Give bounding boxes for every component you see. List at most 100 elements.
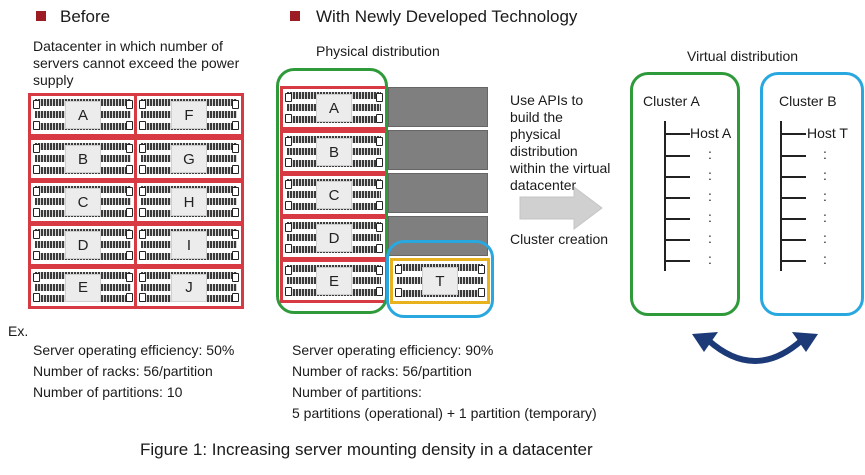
tree-branch — [780, 133, 806, 135]
partition-label: B — [316, 138, 352, 166]
partition-after-a: A — [280, 86, 388, 130]
rack-clip — [139, 165, 146, 174]
rack-clip — [33, 165, 40, 174]
partition-label: D — [65, 231, 101, 259]
rack-clip — [33, 230, 40, 239]
rack-clip — [285, 137, 292, 146]
rack-clip — [33, 273, 40, 282]
after-stat-partitions: Number of partitions: — [292, 384, 422, 400]
rack-clip — [126, 230, 133, 239]
physical-distribution-title: Physical distribution — [316, 43, 440, 59]
rack-clip — [395, 265, 402, 274]
tree-branch — [780, 197, 806, 199]
rack-clip — [126, 165, 133, 174]
partition-label: G — [171, 145, 207, 173]
rack-clip — [285, 114, 292, 123]
ellipsis-mark: : — [708, 146, 712, 162]
tree-trunk — [664, 121, 666, 271]
before-stat-efficiency: Server operating efficiency: 50% — [33, 342, 235, 358]
partition-label: F — [171, 101, 207, 129]
rack-clip — [285, 266, 292, 275]
rack-clip — [376, 93, 383, 102]
before-stat-partitions: Number of partitions: 10 — [33, 384, 183, 400]
rack-clip — [376, 223, 383, 232]
partition-before-j: J — [134, 266, 244, 309]
tree-branch — [780, 176, 806, 178]
empty-rack-slot — [388, 216, 488, 256]
after-stat-efficiency: Server operating efficiency: 90% — [292, 342, 494, 358]
partition-after-c: C — [280, 173, 388, 217]
partition-before-d: D — [28, 223, 138, 267]
after-stat-racks: Number of racks: 56/partition — [292, 363, 472, 379]
cluster-creation-label: Cluster creation — [510, 231, 609, 247]
rack-clip — [126, 144, 133, 153]
partition-before-h: H — [134, 180, 244, 224]
partition-after-e: E — [280, 259, 388, 303]
partition-before-g: G — [134, 137, 244, 181]
tree-branch — [664, 260, 690, 262]
ellipsis-mark: : — [823, 188, 827, 204]
partition-label: H — [171, 188, 207, 216]
cluster-a-physical-outline — [276, 68, 388, 314]
rack-clip — [33, 293, 40, 302]
rack-clip — [139, 144, 146, 153]
ellipsis-mark: : — [823, 167, 827, 183]
rack-clip — [33, 208, 40, 217]
cluster-a-box: Cluster A Host A : : : : : : — [630, 72, 740, 316]
cluster-b-box: Cluster B Host T : : : : : : — [760, 72, 864, 316]
rack-clip — [232, 293, 239, 302]
rack-clip — [395, 288, 402, 297]
tree-branch — [664, 197, 690, 199]
rack-clip — [139, 230, 146, 239]
rack-clip — [232, 251, 239, 260]
ex-label: Ex. — [8, 323, 29, 339]
before-heading: Before — [60, 7, 111, 26]
rack-clip — [232, 165, 239, 174]
partition-label: C — [316, 181, 352, 209]
ellipsis-mark: : — [708, 209, 712, 225]
partition-label: E — [65, 273, 101, 302]
rack-clip — [285, 244, 292, 253]
before-bullet — [36, 11, 46, 21]
rack-clip — [126, 208, 133, 217]
tree-branch — [664, 133, 690, 135]
partition-label: I — [171, 231, 207, 259]
rack-clip — [126, 187, 133, 196]
rack-clip — [376, 201, 383, 210]
empty-rack-slot — [388, 87, 488, 127]
partition-label: J — [171, 273, 207, 302]
rack-clip — [139, 208, 146, 217]
rack-clip — [33, 251, 40, 260]
rack-clip — [33, 187, 40, 196]
partition-label: E — [316, 267, 352, 295]
ellipsis-mark: : — [823, 146, 827, 162]
tree-branch — [780, 239, 806, 241]
rack-clip — [285, 93, 292, 102]
rack-clip — [126, 100, 133, 109]
rack-clip — [126, 251, 133, 260]
rack-clip — [376, 266, 383, 275]
rack-clip — [139, 187, 146, 196]
rack-clip — [33, 100, 40, 109]
cluster-a-name: Cluster A — [643, 93, 700, 109]
rack-clip — [376, 244, 383, 253]
api-description: Use APIs to build the physical distribut… — [510, 92, 611, 193]
partition-before-c: C — [28, 180, 138, 224]
swap-arrow-icon — [692, 332, 818, 364]
ellipsis-mark: : — [708, 230, 712, 246]
partition-before-f: F — [134, 93, 244, 137]
rack-clip — [376, 114, 383, 123]
tree-branch — [664, 239, 690, 241]
partition-after-t: T — [390, 258, 490, 304]
rack-clip — [285, 180, 292, 189]
tree-branch — [664, 218, 690, 220]
partition-label: T — [422, 267, 458, 295]
tree-branch — [664, 176, 690, 178]
rack-clip — [478, 265, 485, 274]
rack-clip — [285, 158, 292, 167]
rack-clip — [139, 251, 146, 260]
rack-clip — [285, 287, 292, 296]
partition-before-a: A — [28, 93, 138, 137]
after-heading: With Newly Developed Technology — [316, 7, 578, 26]
partition-after-d: D — [280, 216, 388, 260]
